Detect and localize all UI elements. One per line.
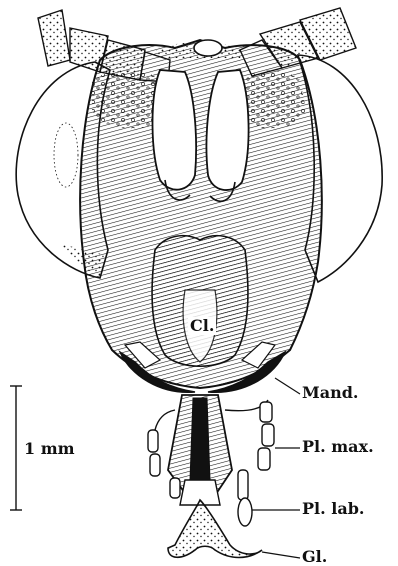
clypeus <box>152 236 248 367</box>
glossa-label: Gl. <box>302 548 327 566</box>
maxillary-palp-label: Pl. max. <box>302 438 374 456</box>
labial-palps <box>238 470 252 526</box>
mandible-label: Mand. <box>302 384 358 402</box>
labial-palp-label: Pl. lab. <box>302 500 364 518</box>
clypeus-label: Cl. <box>188 317 216 335</box>
median-ocellus <box>194 40 222 56</box>
scale-bar-label: 1 mm <box>24 440 75 458</box>
scale-bar <box>10 386 22 510</box>
